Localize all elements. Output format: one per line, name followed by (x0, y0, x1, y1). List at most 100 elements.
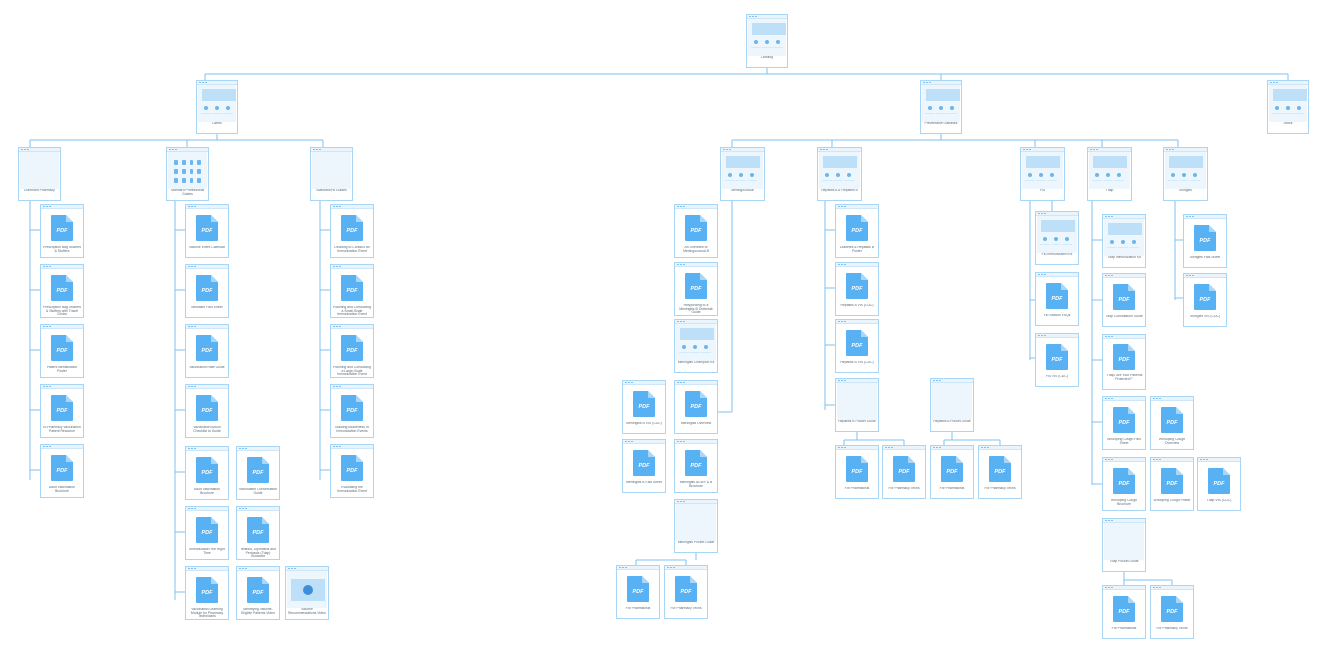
pdf-label: PDF (347, 408, 359, 414)
node-tdap-3[interactable]: PDF"Tdap: Are Your Patients Protected?" (1102, 334, 1146, 390)
node-prof-11[interactable]: Vaccine Recommendations Video (285, 566, 329, 620)
node-hep-a-pocket[interactable]: Hepatitis A Pocket Guide (930, 378, 974, 432)
node-preventable-diseases[interactable]: Preventable Diseases (920, 80, 962, 134)
card-thumbnail: PDF (1104, 401, 1144, 438)
card-title-bar (331, 265, 373, 269)
node-hep-b-pocket[interactable]: Hepatitis B Pocket Guide (835, 378, 879, 432)
card-thumbnail (932, 383, 972, 420)
play-icon[interactable] (303, 585, 313, 595)
text-line (1062, 244, 1072, 245)
node-tdap[interactable]: Tdap (1087, 147, 1132, 201)
node-latest[interactable]: Latest (196, 80, 238, 134)
node-flu-1[interactable]: Flu Immunization Kit (1035, 211, 1079, 265)
card-title-bar (237, 447, 279, 451)
node-standard-professional[interactable]: Standard Professional Guides (166, 147, 209, 201)
hero-image-placeholder (1026, 156, 1060, 168)
avatar-icon (939, 106, 943, 110)
node-label: Vaccine Event Calendar (188, 246, 226, 249)
node-men-3[interactable]: Meningitis Champion Kit (674, 319, 718, 373)
node-label: For Pharmacy Techs (670, 607, 702, 610)
node-about[interactable]: About (1267, 80, 1309, 134)
node-label: Hepatitis B Pocket Guide (838, 420, 876, 423)
card-thumbnail: PDF (187, 269, 227, 306)
avatar-icon (1050, 173, 1054, 177)
avatar-icon (847, 173, 851, 177)
node-tdap-pocket[interactable]: Tdap Pocket Guide (1102, 518, 1146, 572)
avatar-icon (739, 173, 743, 177)
pdf-label: PDF (347, 468, 359, 474)
card-thumbnail: PDF (624, 385, 664, 422)
pdf-label: PDF (347, 228, 359, 234)
card-thumbnail: PDF (1199, 462, 1239, 499)
node-pharmacy[interactable]: Dominant Pharmacy (18, 147, 61, 201)
text-line (736, 180, 746, 181)
card-thumbnail: PDF (187, 571, 227, 608)
node-meningococcal[interactable]: Meningococcal (720, 147, 765, 201)
text-line (1092, 180, 1102, 181)
node-flu[interactable]: Flu (1020, 147, 1065, 201)
text-line (1107, 247, 1117, 248)
pdf-label: PDF (253, 470, 265, 476)
node-landing[interactable]: Landing (746, 14, 788, 68)
node-label: Hepatitis B VIS (CDC) (840, 361, 874, 364)
node-standard-guides[interactable]: Standard/PA Guides (310, 147, 353, 201)
node-tdap-1[interactable]: Tdap Immunization Kit (1102, 214, 1146, 268)
pdf-label: PDF (1167, 481, 1179, 487)
hero-image-placeholder (1093, 156, 1127, 168)
node-men-pocket[interactable]: Meningitis Pocket Guide (674, 499, 718, 553)
card-title-bar (331, 325, 373, 329)
node-shingles[interactable]: Shingles (1163, 147, 1208, 201)
card-thumbnail: PDF (932, 450, 972, 487)
pdf-label: PDF (202, 348, 214, 354)
card-title-bar (883, 446, 925, 450)
node-hepatitis[interactable]: Hepatitis A & Hepatitis B (817, 147, 862, 201)
